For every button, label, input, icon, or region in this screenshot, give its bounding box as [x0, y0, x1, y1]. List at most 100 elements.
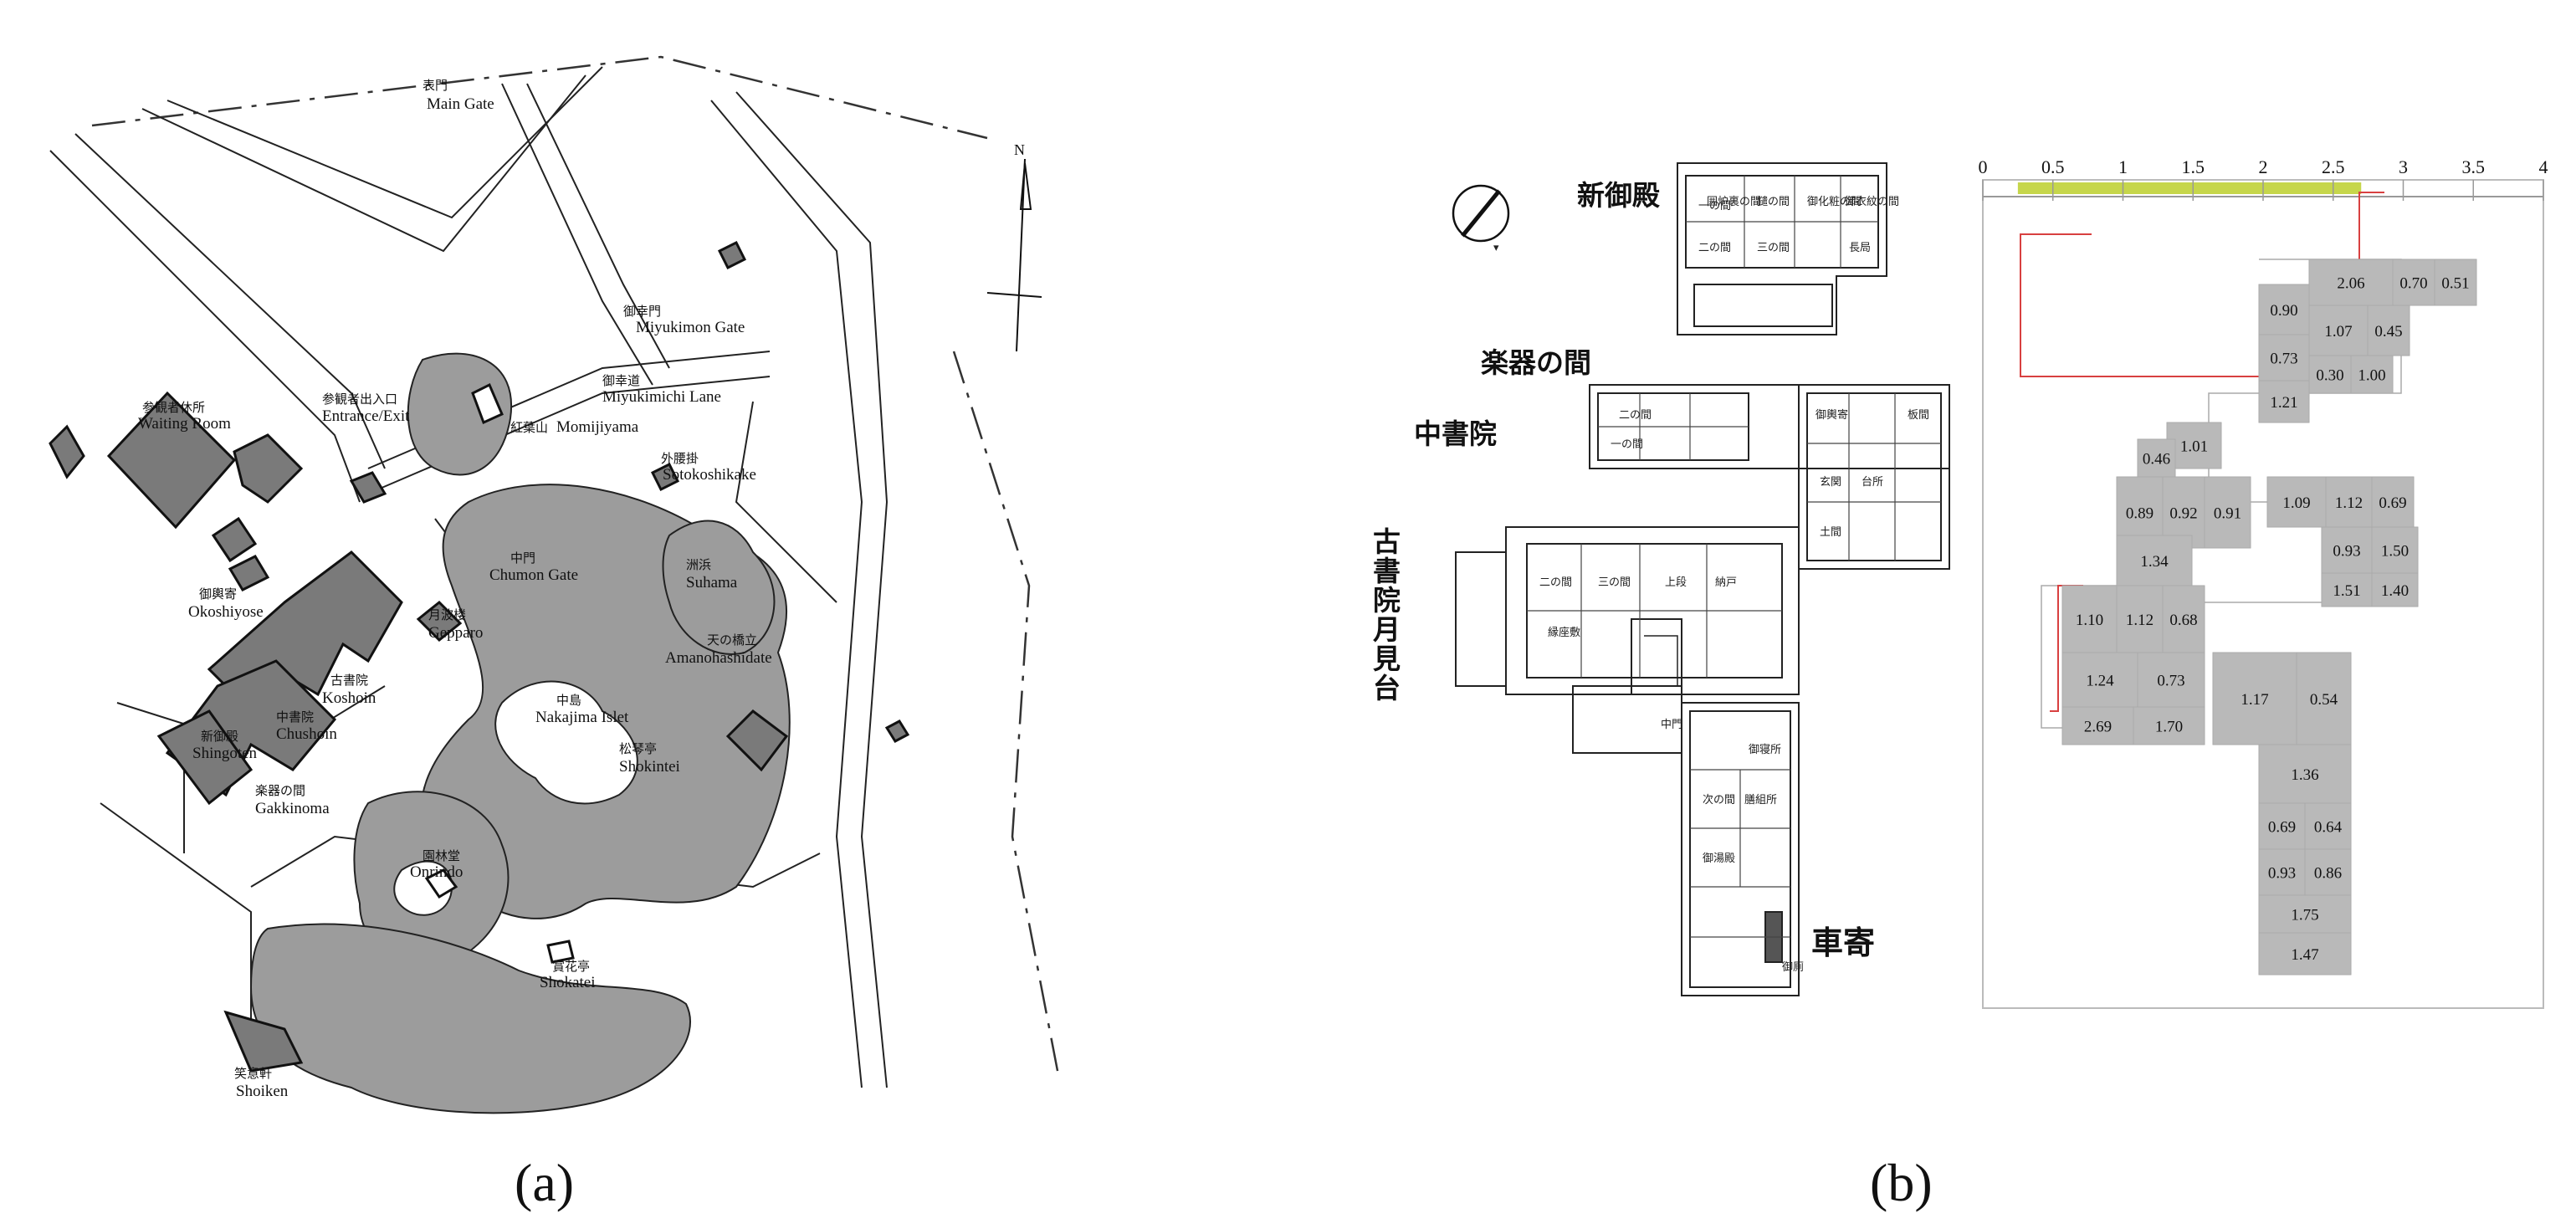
heatmap-value: 1.51 [2333, 582, 2360, 600]
heatmap-value: 1.24 [2086, 673, 2114, 690]
heatmap-value: 0.69 [2379, 494, 2406, 512]
label-chumon-jp: 中門 [510, 550, 535, 566]
north-arrow: N [986, 141, 1042, 352]
heatmap-cell [2258, 334, 2310, 382]
label-chumon: Chumon Gate [489, 566, 578, 584]
heatmap-value: 1.40 [2381, 582, 2409, 600]
label-shokatei: Shokatei [540, 974, 596, 991]
heatmap-cell [2061, 585, 2118, 653]
heatmap-cell [2162, 585, 2205, 653]
label-amanohashidate-jp: 天の橋立 [707, 632, 757, 648]
building-small-west [49, 424, 85, 479]
site-boundary-east [952, 351, 1060, 1076]
label-koshoin: Koshoin [322, 689, 376, 707]
label-shokintei-jp: 松琴亭 [619, 741, 657, 756]
label-tsukimidai: 月見台 [1369, 615, 1401, 703]
label-kurumayose: 車寄 [1811, 924, 1875, 961]
building-shingoten [156, 709, 254, 806]
heatmap-cell [2137, 438, 2176, 478]
label-shokintei: Shokintei [619, 758, 680, 776]
heatmap-value: 1.75 [2291, 907, 2318, 924]
x-tick-label: 3.5 [2462, 156, 2486, 177]
label-shingoten-jp: 新御殿 [201, 729, 238, 744]
room-label: 二の間 [1619, 409, 1652, 422]
room-label: 納戸 [1715, 576, 1737, 589]
heatmap-value: 0.46 [2143, 451, 2170, 469]
heatmap-value: 1.36 [2291, 766, 2318, 784]
label-amanohashidate: Amanohashidate [665, 649, 772, 667]
heatmap-value: 1.70 [2155, 719, 2183, 736]
label-shoiken: Shoiken [236, 1083, 289, 1100]
pond-south [249, 923, 691, 1114]
heatmap-value: 0.54 [2310, 691, 2338, 709]
label-gakkinoma: 楽器の間 [1481, 346, 1591, 379]
heatmap-cell [2258, 380, 2310, 423]
heatmap-cell [2371, 476, 2415, 528]
caption-b: (b) [1870, 1153, 1933, 1212]
building-gepparo [416, 600, 463, 643]
heatmap-cell [2371, 526, 2419, 574]
label-miyukimon: Miyukimon Gate [636, 319, 745, 336]
pond-north [407, 352, 513, 476]
heatmap-cell [2212, 652, 2297, 745]
label-okoshiyose-jp: 御輿寄 [199, 586, 237, 602]
room-labels: 一の間二の間三の間二の間一の間二の間三の間囲炉裏の間鑓の間御輿寄玄関台所土間次の… [1539, 195, 1929, 974]
plan-outline [1455, 162, 1950, 996]
heatmap-cell [2116, 585, 2164, 653]
room-label: 御化粧の間 [1807, 196, 1862, 208]
heatmap-cell [2258, 802, 2306, 850]
room-label: 囲炉裏の間 [1707, 196, 1761, 208]
building-east-hut [884, 719, 910, 743]
label-momijiyama: Momijiyama [556, 418, 639, 436]
label-shokatei-jp: 賞花亭 [552, 959, 590, 974]
label-chushoin: 中書院 [1414, 417, 1497, 450]
highlight-range-bar [2017, 182, 2362, 194]
room-label: 御湯殿 [1703, 853, 1735, 865]
heatmap-cell [2304, 848, 2352, 896]
room-label: 二の間 [1698, 242, 1731, 254]
heatmap-value: 1.00 [2358, 367, 2385, 385]
label-main-gate-jp: 表門 [423, 78, 448, 93]
label-koshoin: 古書院 [1369, 527, 1401, 615]
label-miyukimichi: Miyukimichi Lane [602, 388, 721, 406]
building-sotokoshikake [650, 462, 680, 492]
room-label: 台所 [1862, 476, 1883, 489]
heatmap-value: 0.90 [2270, 302, 2297, 320]
room-label: 縁座敷 [1548, 626, 1580, 639]
x-tick-label: 3 [2399, 156, 2408, 177]
label-okoshiyose: Okoshiyose [188, 603, 264, 621]
label-koshoin-jp: 古書院 [330, 673, 368, 688]
heatmap-value: 0.30 [2316, 367, 2343, 385]
heatmap-cell [2350, 355, 2394, 394]
x-tick-label: 1.5 [2182, 156, 2205, 177]
heatmap-value: 2.69 [2084, 719, 2112, 736]
heatmap-value: 1.12 [2126, 612, 2153, 629]
label-main-gate: Main Gate [427, 95, 494, 113]
x-tick-label: 1 [2118, 156, 2128, 177]
room-label: 玄関 [1820, 476, 1841, 489]
heatmap-value: 1.10 [2076, 612, 2103, 629]
label-miyukimon-jp: 御幸門 [623, 304, 661, 319]
heatmap-value: 0.68 [2169, 612, 2197, 629]
heatmap-cell [2308, 355, 2352, 394]
room-label: 御厠 [1782, 961, 1804, 974]
room-label: 中門 [1661, 719, 1682, 731]
x-tick-label: 2 [2259, 156, 2268, 177]
heatmap-cell [2308, 305, 2369, 356]
label-waiting-jp: 参観者休所 [142, 400, 205, 415]
label-shingoten: Shingoten [192, 745, 258, 762]
building-okoshiyose-b [228, 555, 270, 591]
room-label: 三の間 [1757, 242, 1790, 254]
compass-icon: ▾ [1452, 184, 1510, 254]
heatmap-cell [2258, 894, 2352, 934]
pavilion-onrindo [424, 868, 458, 899]
building-okoshiyose-a [211, 516, 258, 563]
label-miyukimichi-jp: 御幸道 [602, 373, 640, 388]
label-sotokoshikake-jp: 外腰掛 [661, 451, 699, 466]
heatmap-value: 0.86 [2314, 865, 2342, 883]
heatmap-cell [2308, 259, 2394, 306]
label-gakkinoma-jp: 楽器の間 [255, 783, 305, 798]
